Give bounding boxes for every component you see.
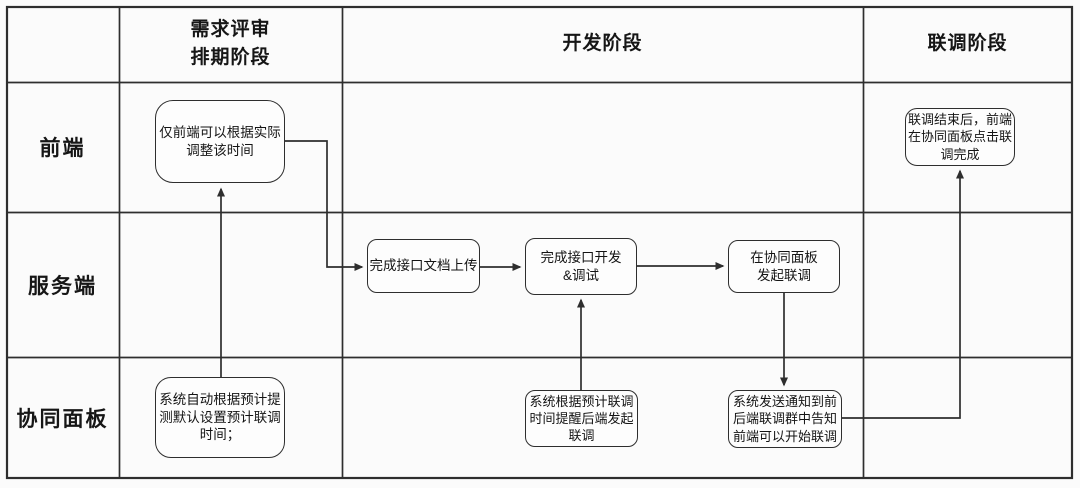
node-upload-api-doc: 完成接口文档上传 bbox=[367, 239, 480, 293]
connector-notify-to-complete bbox=[842, 169, 964, 419]
node-initiate-joint-debug: 在协同面板 发起联调 bbox=[728, 240, 840, 293]
column-header-develop-phase: 开发阶段 bbox=[562, 33, 643, 55]
node-complete-joint-debug: 联调结束后，前端 在协同面板点击联 调完成 bbox=[905, 108, 1015, 166]
row-header-server: 服务端 bbox=[28, 274, 97, 298]
column-header-joint-debug-phase: 联调阶段 bbox=[927, 33, 1008, 55]
connector-frontend-adjust-to-upload bbox=[285, 140, 364, 271]
node-remind-backend: 系统根据预计联调 时间提醒后端发起 联调 bbox=[525, 390, 638, 447]
node-frontend-adjust-time: 仅前端可以根据实际 调整该时间 bbox=[155, 100, 285, 183]
row-header-collab-panel: 协同面板 bbox=[16, 407, 109, 431]
node-notify-joint-group: 系统发送通知到前 后端联调群中告知 前端可以开始联调 bbox=[728, 390, 842, 448]
node-auto-set-joint-time: 系统自动根据预计提 测默认设置预计联调 时间； bbox=[155, 377, 285, 458]
row-header-frontend: 前端 bbox=[39, 137, 86, 160]
node-dev-and-debug-api: 完成接口开发 &调试 bbox=[525, 238, 637, 295]
column-header-review-phase: 需求评审 排期阶段 bbox=[190, 19, 271, 68]
